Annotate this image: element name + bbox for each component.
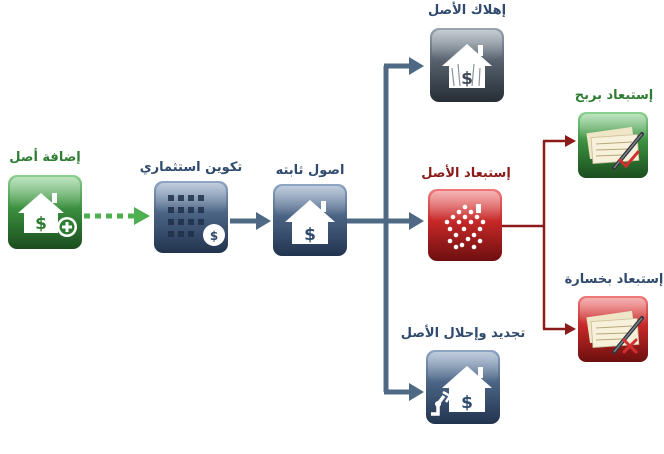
house-dollar-robot-arm-icon: $ bbox=[431, 366, 492, 416]
house-dollar-breaking-icon bbox=[444, 204, 486, 250]
label-exclusion-profit: إستبعاد بربح bbox=[574, 88, 654, 103]
arrow-head-add-to-investment bbox=[134, 207, 150, 225]
label-renewal: تجديد وإحلال الأصل bbox=[400, 326, 526, 341]
svg-text:$: $ bbox=[461, 69, 473, 89]
arrow-head-to-exclusion bbox=[409, 212, 424, 230]
cheque-pen-cross-icon bbox=[586, 310, 644, 354]
node-add-asset[interactable]: $ bbox=[8, 175, 82, 249]
building-money-bag-icon bbox=[168, 195, 204, 237]
label-add-asset: إضافة أصل bbox=[9, 150, 81, 165]
connectors bbox=[84, 57, 576, 401]
node-exclusion-profit[interactable] bbox=[578, 112, 648, 178]
label-depreciation: إهلاك الأصل bbox=[427, 3, 507, 18]
svg-text:$: $ bbox=[304, 225, 316, 245]
arrow-head-to-renewal bbox=[409, 383, 424, 401]
arrow-head-to-depreciation bbox=[409, 57, 424, 75]
node-exclusion[interactable] bbox=[428, 189, 502, 261]
cheque-pen-check-icon bbox=[586, 126, 644, 170]
arrow-head-investment-to-fixed bbox=[256, 212, 271, 230]
house-dollar-icon: $ bbox=[285, 200, 335, 245]
house-dollar-plus-icon: $ bbox=[18, 193, 77, 237]
node-renewal[interactable]: $ bbox=[426, 350, 500, 424]
svg-text:$: $ bbox=[210, 229, 218, 243]
house-dollar-worn-icon: $ bbox=[442, 44, 492, 89]
svg-text:$: $ bbox=[35, 214, 47, 234]
money-bag-icon: $ bbox=[203, 224, 225, 246]
svg-text:$: $ bbox=[461, 393, 473, 413]
node-exclusion-loss[interactable] bbox=[578, 296, 648, 362]
node-depreciation[interactable]: $ bbox=[430, 28, 504, 102]
node-fixed-assets[interactable]: $ bbox=[273, 184, 347, 256]
label-fixed-assets: اصول ثابته bbox=[275, 163, 345, 178]
node-investment-formation[interactable]: $ bbox=[154, 181, 228, 253]
arrow-head-to-exclusion-loss bbox=[565, 323, 576, 335]
label-exclusion-loss: إستبعاد بخسارة bbox=[564, 272, 664, 287]
label-exclusion: إستبعاد الأصل bbox=[421, 166, 511, 181]
label-investment-formation: تكوين استثماري bbox=[139, 160, 243, 175]
arrow-head-to-exclusion-profit bbox=[565, 135, 576, 147]
